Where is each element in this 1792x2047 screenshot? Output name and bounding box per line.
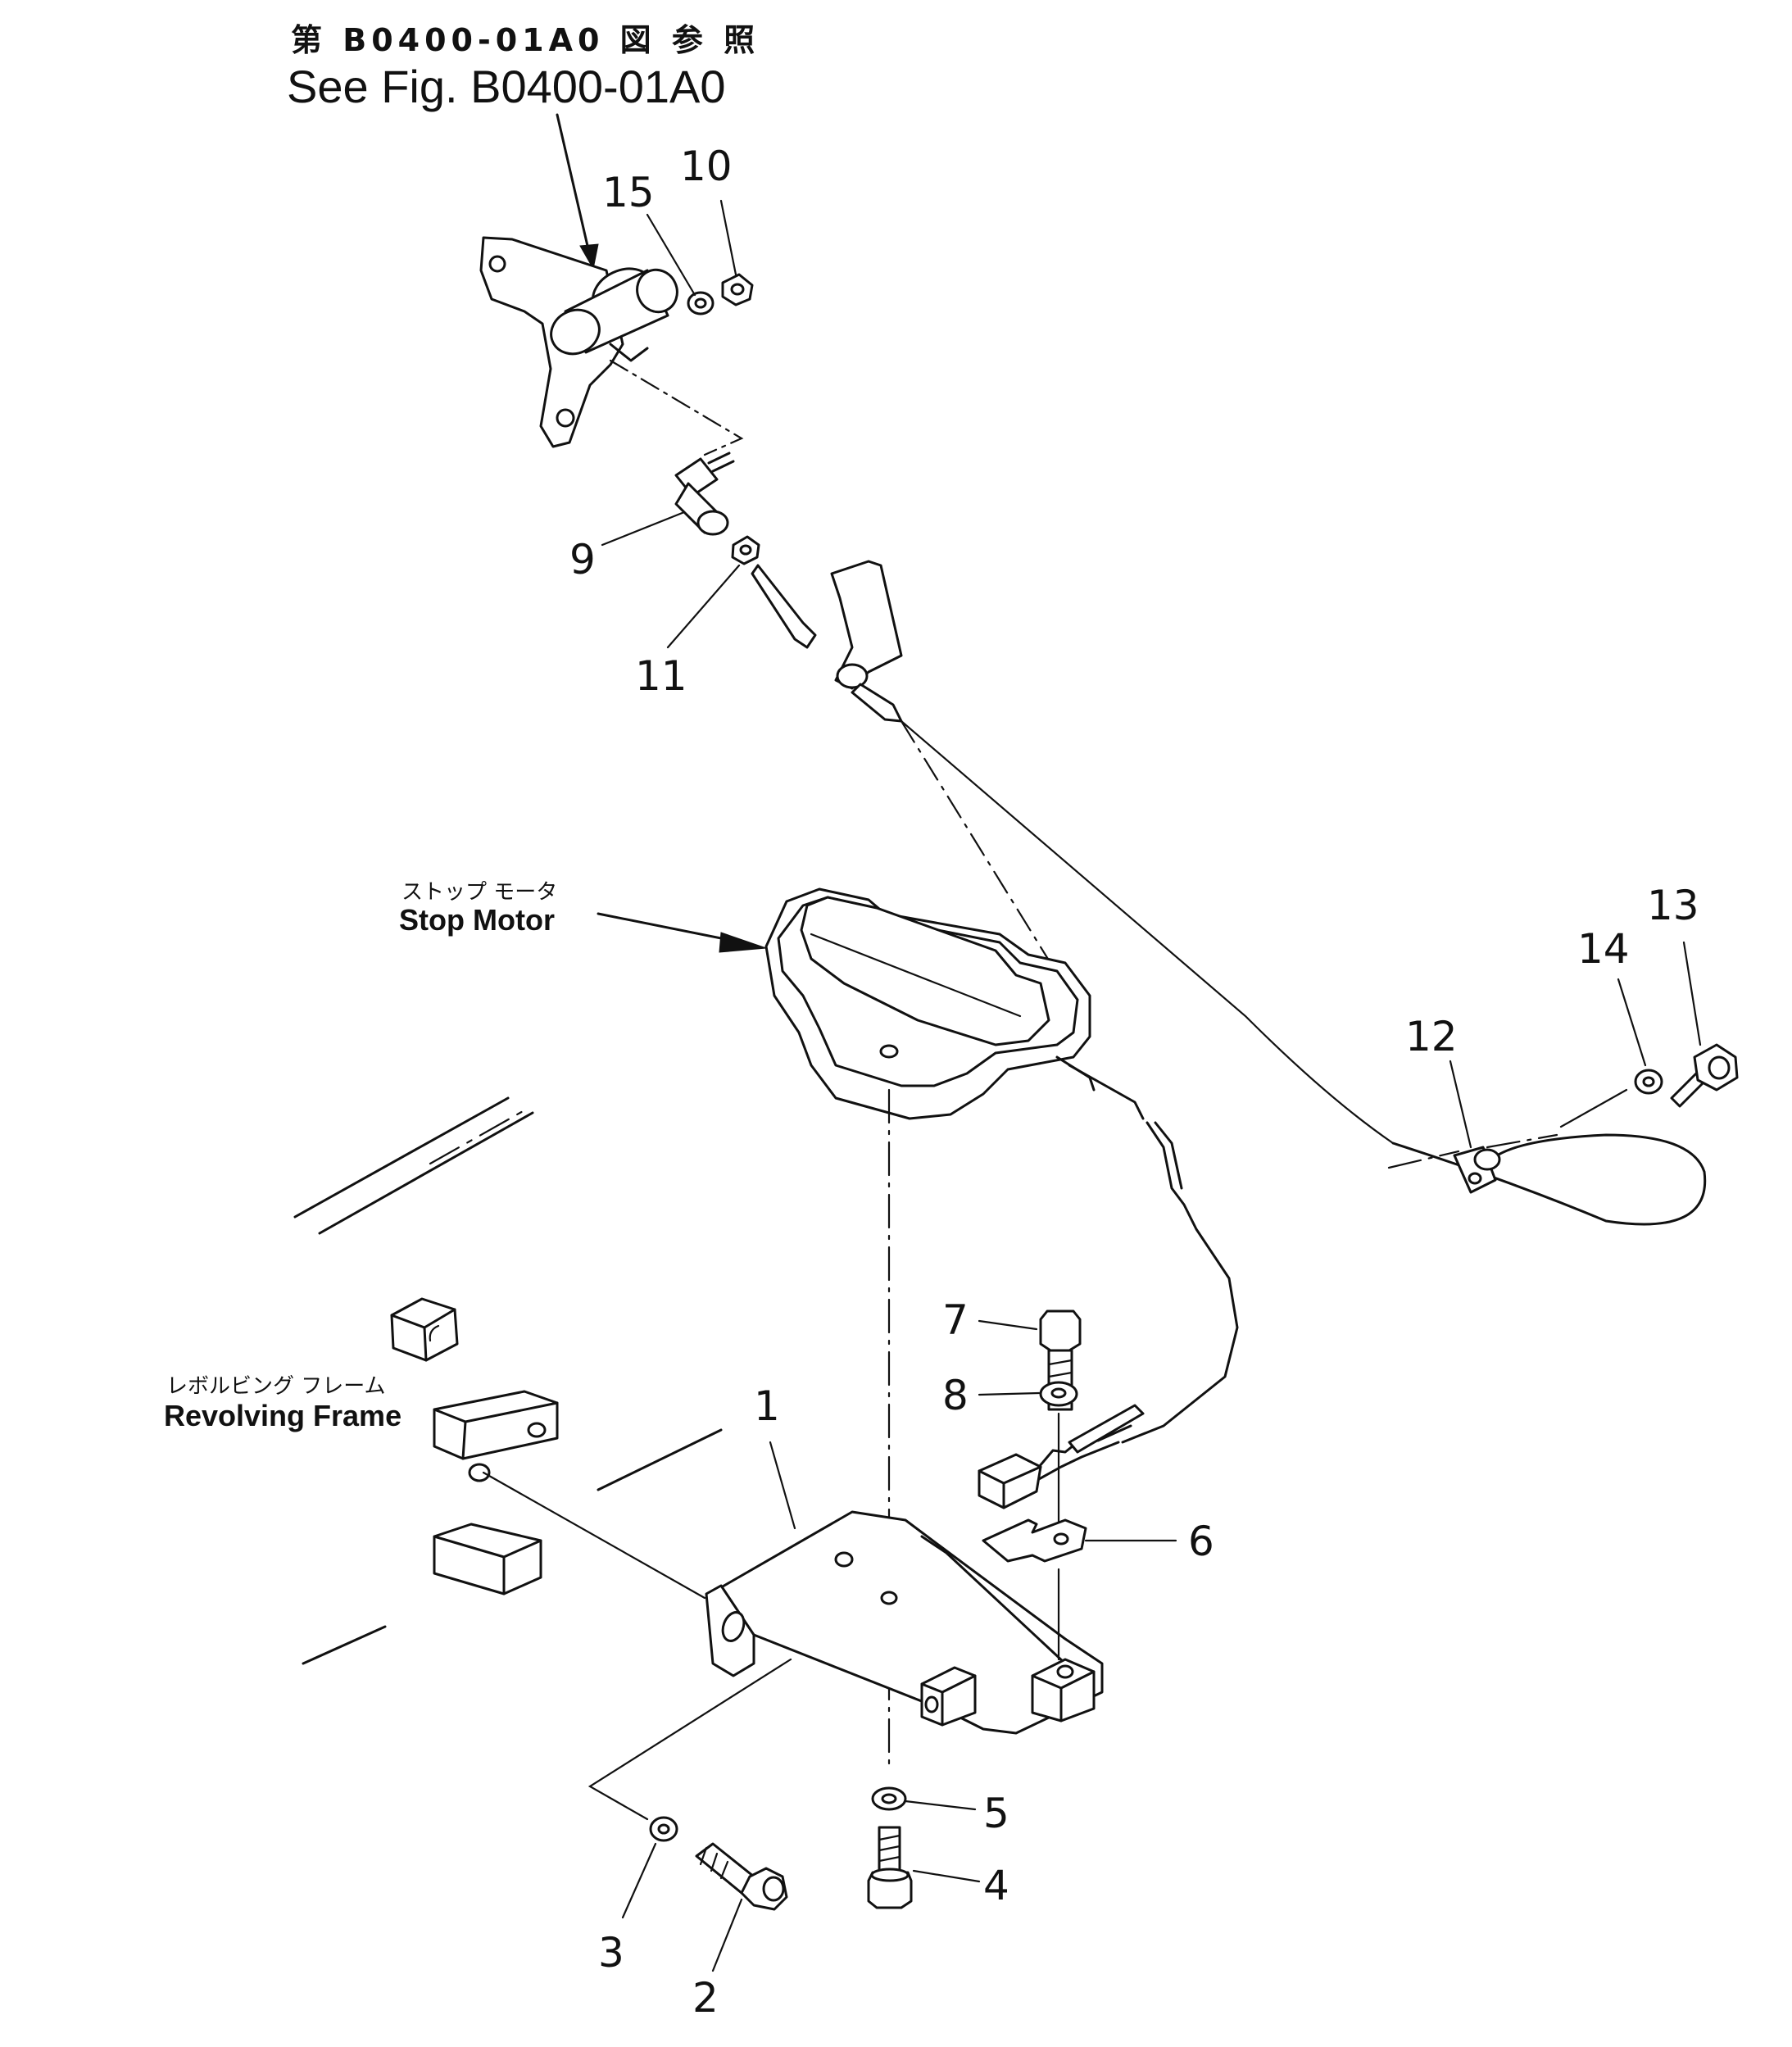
frame-block-lower: [433, 1523, 542, 1595]
callout-11: 11: [635, 652, 687, 700]
washer-15: [687, 291, 715, 315]
leader-10: [719, 199, 737, 276]
leader-12: [1449, 1060, 1472, 1149]
washer-14: [1634, 1069, 1663, 1095]
bracket-nut-block-left: [920, 1666, 977, 1727]
frame-to-bracket-line: [482, 1471, 706, 1600]
center-line-upper: [609, 359, 744, 456]
frame-cube: [390, 1297, 459, 1362]
callout-13: 13: [1647, 882, 1699, 929]
leader-14: [1617, 978, 1647, 1067]
leader-8: [978, 1391, 1041, 1396]
reference-japanese: 第 B0400-01A0 図 参 照: [291, 22, 760, 58]
revolving-frame-lines: [293, 1096, 723, 1665]
cable-loop: [1387, 1088, 1707, 1226]
bracket-1: [705, 1510, 1104, 1735]
bolt-4: [867, 1826, 913, 1909]
callout-7: 7: [942, 1296, 969, 1344]
callout-14: 14: [1577, 925, 1630, 973]
leader-13: [1682, 941, 1702, 1046]
bolt-2: [695, 1842, 788, 1911]
lever-bracket-assembly: [479, 236, 678, 448]
callout-2: 2: [692, 1974, 719, 2022]
callout-4: 4: [983, 1862, 1009, 1909]
callout-3: 3: [598, 1929, 624, 1977]
leader-3: [621, 1842, 657, 1919]
stop-motor-arrow: [597, 912, 767, 953]
leader-4: [912, 1869, 981, 1883]
plate-6: [982, 1518, 1087, 1563]
connector: [978, 1404, 1145, 1509]
callout-12: 12: [1405, 1013, 1458, 1060]
callout-15: 15: [602, 169, 655, 216]
callout-9: 9: [569, 536, 596, 583]
leader-5: [904, 1800, 977, 1811]
callout-8: 8: [942, 1372, 969, 1419]
leader-11: [666, 564, 741, 649]
nut-10: [721, 273, 754, 306]
leader-2: [711, 1898, 743, 1972]
revolving-frame-label-en: Revolving Frame: [164, 1399, 401, 1432]
stop-motor: [764, 887, 1145, 1120]
leader-9: [601, 511, 686, 547]
callout-6: 6: [1188, 1518, 1214, 1565]
washer-3: [649, 1816, 678, 1842]
bracket-nut-block-right: [1031, 1658, 1096, 1722]
bolt-13: [1670, 1043, 1739, 1108]
leader-15: [646, 213, 696, 297]
washer-5: [871, 1786, 907, 1811]
center-line-left: [588, 1658, 792, 1821]
revolving-frame-label-jp: レボルビング フレーム: [166, 1374, 386, 1399]
nut-11: [731, 535, 760, 565]
frame-block-upper: [433, 1390, 559, 1482]
ball-joint-9: [674, 452, 735, 536]
clamp-12: [1453, 1146, 1501, 1194]
reference-arrow: [556, 113, 599, 270]
cable-upper-bracket: [751, 560, 903, 723]
stop-motor-label-en: Stop Motor: [399, 903, 555, 937]
callout-5: 5: [983, 1790, 1009, 1837]
washer-8: [1039, 1381, 1078, 1407]
reference-english: See Fig. B0400-01A0: [287, 61, 725, 112]
callout-1: 1: [754, 1382, 780, 1430]
stop-motor-label-jp: ストップ モータ: [401, 880, 557, 905]
callout-10: 10: [680, 143, 733, 190]
leader-7: [978, 1319, 1038, 1331]
leader-1: [769, 1441, 796, 1530]
